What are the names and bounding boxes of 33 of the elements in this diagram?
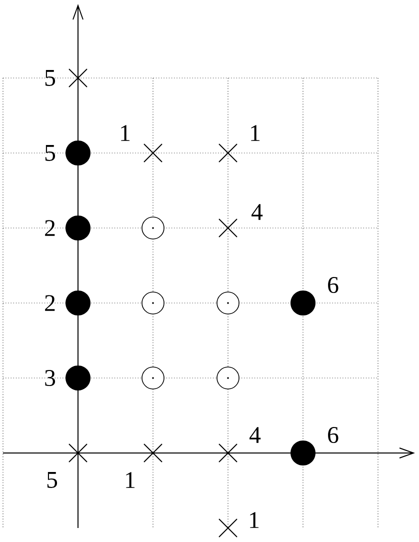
open-circle [216,292,240,314]
point-label: 6 [328,426,338,444]
open-circle [142,366,164,390]
open-circle [142,292,164,314]
point-label: 3 [45,370,56,386]
filled-dot [66,216,90,240]
point-label: 2 [45,295,55,311]
point-label: 5 [45,70,56,86]
point-label: 4 [250,427,261,443]
open-circle [216,366,240,390]
point-label: 5 [45,145,56,161]
cross-mark [68,68,88,88]
cross-mark [144,144,162,162]
filled-dot [290,290,316,316]
cross-mark [218,518,238,538]
filled-dot [66,366,90,390]
cross-mark [218,144,238,162]
point-label: 1 [251,125,260,141]
filled-dot [66,140,90,166]
point-label: 2 [45,220,55,236]
cross-mark [68,444,88,462]
cross-mark [144,444,162,462]
point-label: 1 [126,472,135,488]
point-label: 1 [121,125,130,141]
cross-mark [218,444,238,462]
open-circle [142,216,164,240]
filled-dot [290,440,316,466]
filled-dot [66,290,90,316]
point-label: 5 [47,472,58,488]
point-label: 4 [252,204,263,220]
point-label: 6 [328,276,338,294]
cross-mark [218,218,238,238]
point-label: 1 [250,512,259,528]
